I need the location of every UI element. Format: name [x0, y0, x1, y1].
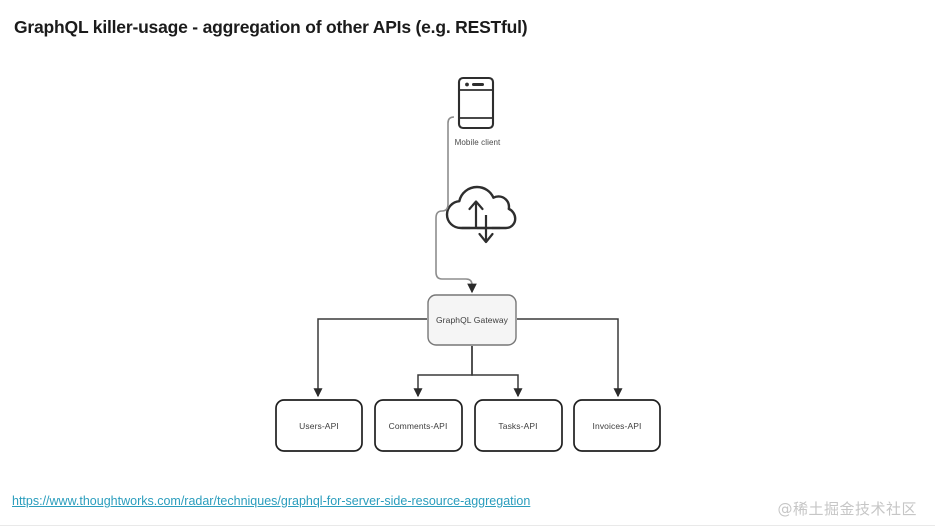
service-node-comments: [374, 399, 463, 452]
service-node-users: [275, 399, 363, 452]
edge-gateway-to-invoices: [517, 318, 623, 398]
page-title: GraphQL killer-usage - aggregation of ot…: [14, 17, 528, 37]
gateway-node: [427, 294, 517, 346]
source-link[interactable]: https://www.thoughtworks.com/radar/techn…: [12, 494, 531, 508]
service-node-tasks: [474, 399, 563, 452]
edge-gateway-to-tasks: [471, 346, 523, 398]
watermark: @稀土掘金技术社区: [777, 500, 917, 518]
edge-gateway-to-comments: [413, 346, 473, 398]
edge-gateway-to-users: [313, 318, 427, 398]
edge-client-to-gateway: [435, 116, 477, 294]
cloud-upload-download-icon: [445, 185, 517, 244]
smartphone-icon: [457, 76, 495, 130]
service-node-invoices: [573, 399, 661, 452]
